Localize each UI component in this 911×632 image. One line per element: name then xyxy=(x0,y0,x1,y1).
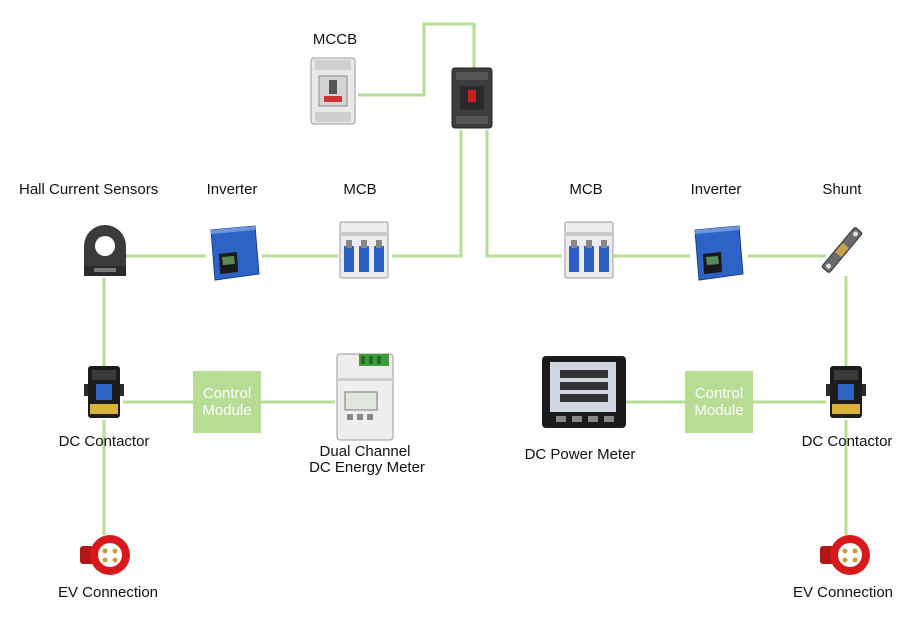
energy-meter-icon xyxy=(336,353,394,441)
control-module-right-line2: Module xyxy=(694,402,744,419)
control-module-left: Control Module xyxy=(193,371,261,433)
shunt-icon xyxy=(821,227,863,273)
inverter-left-icon xyxy=(210,225,260,281)
inverter-right-label: Inverter xyxy=(690,181,742,198)
hall-sensor-icon xyxy=(84,225,126,276)
breaker-dark-icon xyxy=(451,67,493,129)
dc-contactor-left-icon xyxy=(84,366,124,418)
control-module-right-line1: Control xyxy=(694,385,744,402)
ev-plug-left-icon xyxy=(80,535,130,575)
inverter-left-label: Inverter xyxy=(206,181,258,198)
wire-breaker-to-mcb-left xyxy=(392,130,463,258)
wire-mccb-to-breaker xyxy=(358,22,476,97)
mcb-left-icon xyxy=(339,221,389,279)
dc-power-meter-icon xyxy=(542,356,626,428)
control-module-right: Control Module xyxy=(685,371,753,433)
ev-plug-right-icon xyxy=(820,535,870,575)
energy-meter-label-line2: DC Energy Meter xyxy=(309,459,425,476)
dc-power-meter-label: DC Power Meter xyxy=(524,446,636,463)
control-module-left-line1: Control xyxy=(202,385,252,402)
wire-breaker-to-mcb-right xyxy=(485,130,562,258)
dc-contactor-left-label: DC Contactor xyxy=(58,433,150,450)
mcb-right-label: MCB xyxy=(569,181,603,198)
inverter-right-icon xyxy=(694,225,744,281)
energy-meter-label-line1: Dual Channel xyxy=(319,443,411,460)
control-module-left-line2: Module xyxy=(202,402,252,419)
mccb-label: MCCB xyxy=(312,31,358,48)
dc-contactor-right-label: DC Contactor xyxy=(801,433,893,450)
shunt-label: Shunt xyxy=(822,181,862,198)
mccb-icon xyxy=(310,57,356,125)
ev-connection-left-label: EV Connection xyxy=(57,584,159,601)
mcb-right-icon xyxy=(564,221,614,279)
dc-contactor-right-icon xyxy=(826,366,866,418)
ev-connection-right-label: EV Connection xyxy=(792,584,894,601)
hall-sensor-label: Hall Current Sensors xyxy=(19,181,159,198)
mcb-left-label: MCB xyxy=(343,181,377,198)
